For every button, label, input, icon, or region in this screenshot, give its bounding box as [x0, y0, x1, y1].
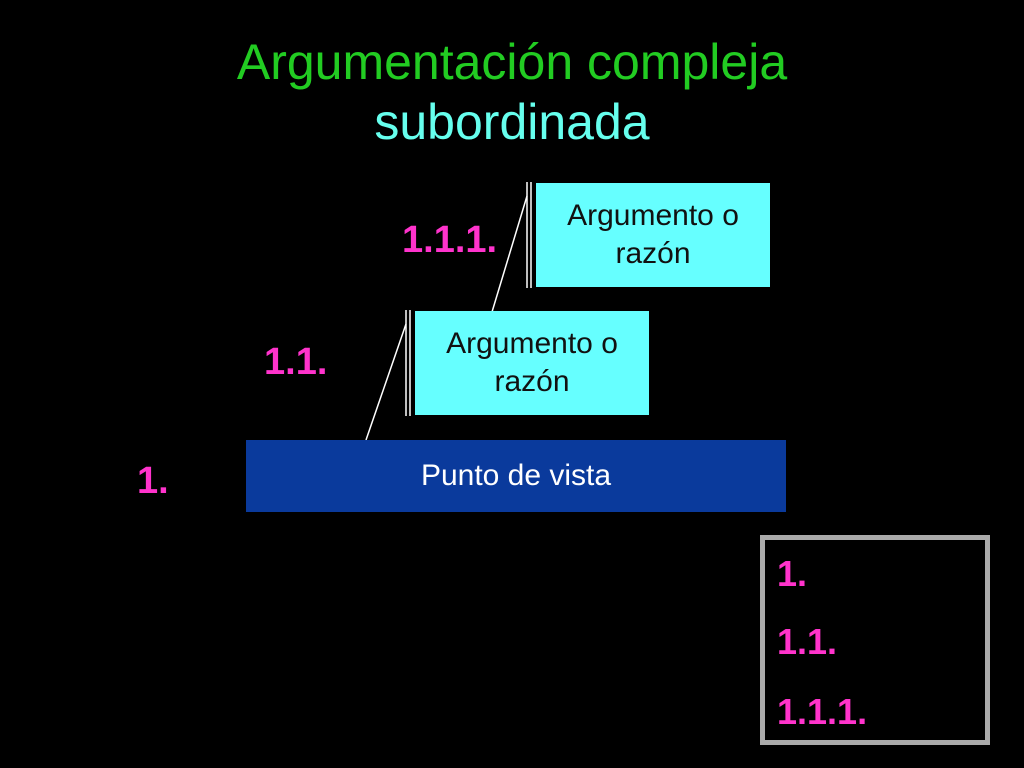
- summary-item-1-1-1: 1.1.1.: [777, 691, 868, 732]
- level-label-1: 1.: [137, 460, 169, 502]
- argument-box-top-text: Argumento o razón: [567, 199, 739, 270]
- slide-title: Argumentación compleja subordinada: [0, 32, 1024, 152]
- connector-mid-to-point: [365, 323, 407, 441]
- level-label-1-1: 1.1.: [264, 341, 328, 383]
- connector-top-to-mid: [491, 195, 528, 313]
- summary-item-1: 1.: [777, 553, 808, 594]
- point-of-view-box: Punto de vista: [246, 440, 786, 512]
- summary-box: 1. 1.1. 1.1.1.: [760, 535, 990, 745]
- argument-box-mid: Argumento o razón: [415, 311, 649, 415]
- level-label-1-1-1: 1.1.1.: [402, 219, 498, 261]
- summary-item-1-1: 1.1.: [777, 621, 838, 662]
- title-line-2: subordinada: [374, 94, 650, 150]
- argument-box-top: Argumento o razón: [536, 183, 770, 287]
- point-of-view-text: Punto de vista: [420, 459, 612, 492]
- title-line-1: Argumentación compleja: [236, 34, 788, 90]
- argument-box-mid-text: Argumento o razón: [446, 327, 618, 398]
